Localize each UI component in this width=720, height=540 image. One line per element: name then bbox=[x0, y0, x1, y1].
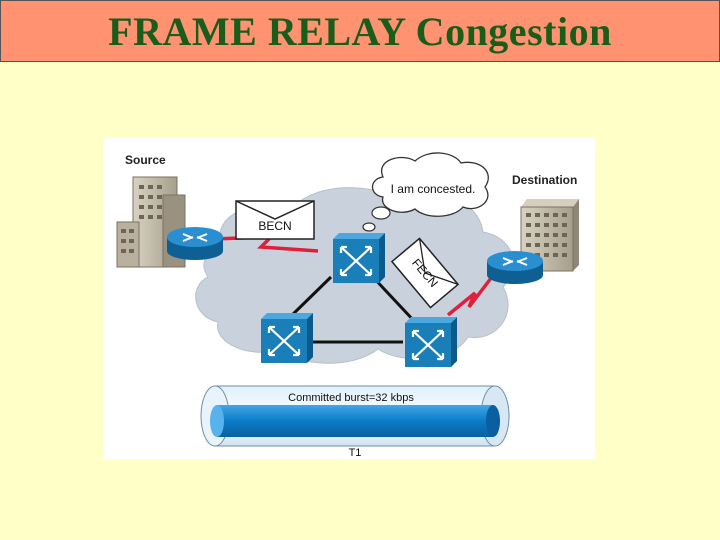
serial-link-destination bbox=[446, 267, 500, 317]
source-building-icon bbox=[116, 176, 186, 268]
trunk-top-left bbox=[286, 275, 333, 321]
becn-label: BECN bbox=[258, 219, 291, 233]
pipe-label: Committed burst=32 kbps bbox=[288, 392, 414, 404]
thought-bubble-icon bbox=[362, 152, 489, 232]
slide-title: FRAME RELAY Congestion bbox=[108, 8, 612, 54]
source-router-icon bbox=[167, 227, 223, 260]
source-label: Source bbox=[125, 153, 166, 167]
link-label: T1 bbox=[349, 447, 362, 459]
title-bar: FRAME RELAY Congestion bbox=[0, 0, 720, 62]
destination-router-icon bbox=[487, 251, 543, 284]
fecn-envelope-icon bbox=[390, 237, 460, 309]
destination-building-icon bbox=[520, 199, 579, 272]
thought-bubble-text: I am concested. bbox=[391, 182, 476, 196]
diagram-figure: Committed burst=32 kbps T1 Source BECN bbox=[103, 137, 595, 459]
switch-top-icon bbox=[333, 233, 385, 283]
becn-envelope-icon bbox=[235, 200, 315, 240]
switch-right-icon bbox=[405, 317, 457, 367]
destination-label: Destination bbox=[512, 173, 577, 187]
committed-burst-pipe bbox=[200, 385, 510, 447]
switch-left-icon bbox=[261, 313, 313, 363]
diagram-svg: Committed burst=32 kbps T1 Source BECN bbox=[116, 152, 579, 459]
